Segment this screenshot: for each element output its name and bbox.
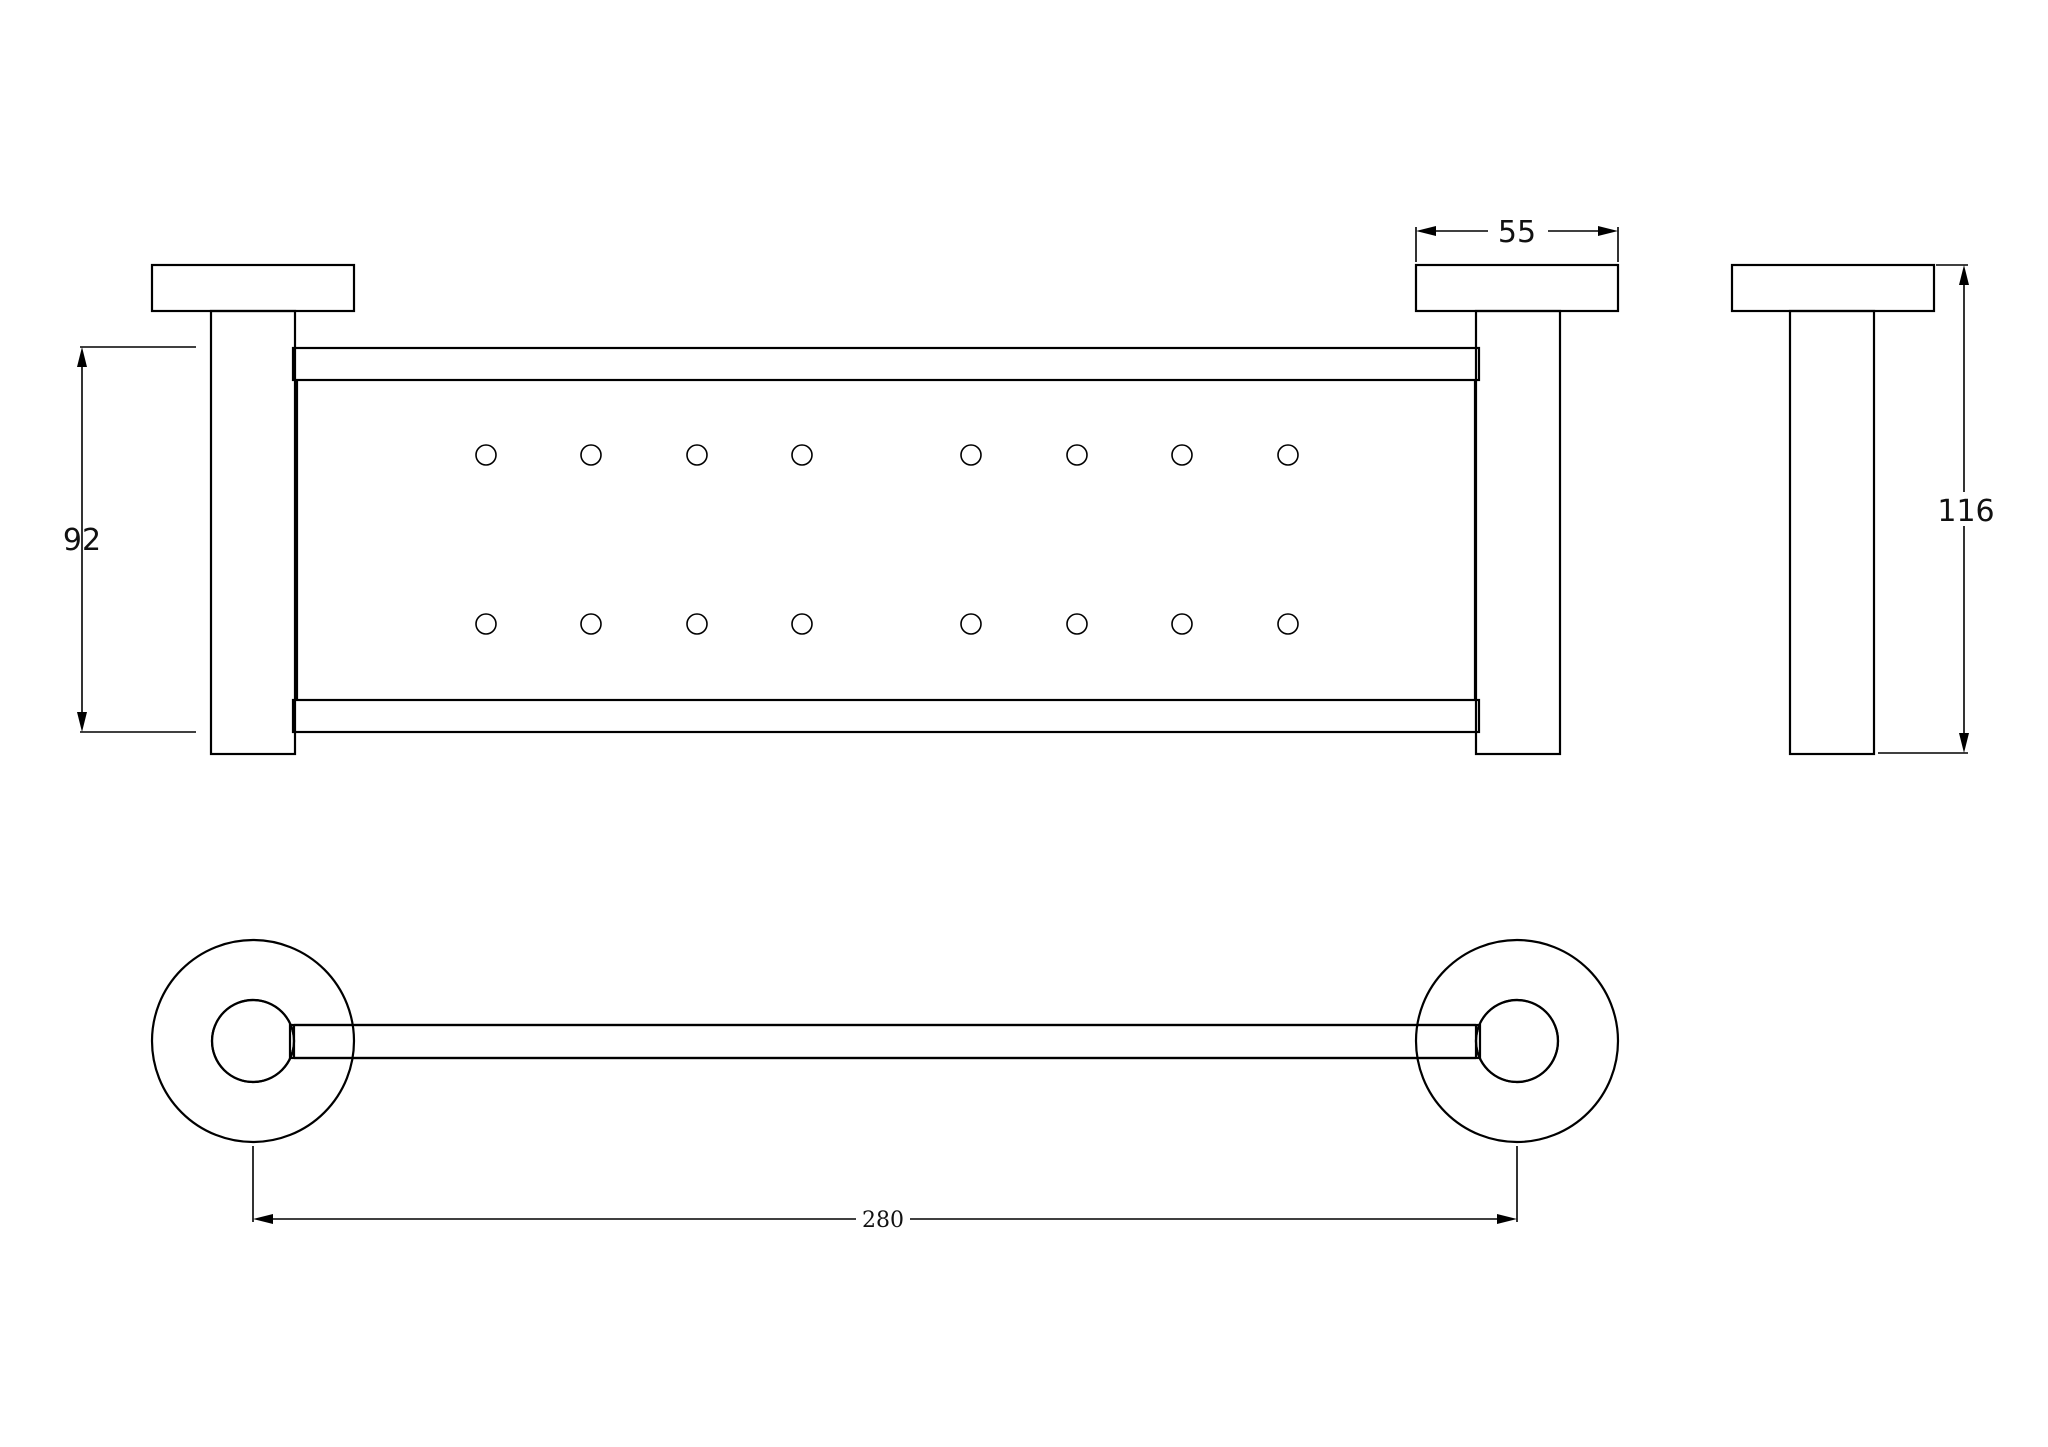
dimension-width-bracket: 55 [1415,214,1619,262]
drain-hole [1066,613,1088,635]
front-view: 92 55 [63,214,1620,756]
dimension-height-total: 116 [1878,264,1995,754]
dimension-label-width-bracket: 55 [1498,215,1536,250]
drain-hole [475,613,497,635]
drain-holes [475,444,1299,635]
drain-hole [791,613,813,635]
drain-hole [580,613,602,635]
drain-hole [1171,613,1193,635]
dimension-label-height-total: 116 [1937,494,1994,529]
dimension-height-front: 92 [63,346,196,733]
left-wall-plate [150,263,356,313]
drain-hole [960,613,982,635]
drain-hole [686,444,708,466]
side-view: 116 [1730,263,1995,756]
drain-hole [686,613,708,635]
top-view: 280 [150,938,1620,1233]
drain-hole [580,444,602,466]
drain-hole [1277,444,1299,466]
basket-bottom-rail [291,698,1481,734]
left-rosette-outer [150,938,356,1144]
basket-top-rail [291,346,1481,382]
side-post [1788,309,1876,756]
left-post [209,309,297,756]
dimension-label-span: 280 [862,1208,904,1233]
dimension-label-height-front: 92 [63,523,101,558]
dimension-span: 280 [252,1146,1518,1233]
side-wall-plate [1730,263,1936,313]
right-post [1474,309,1562,756]
drain-hole [791,444,813,466]
drain-hole [1277,613,1299,635]
drain-hole [1171,444,1193,466]
drain-hole [960,444,982,466]
top-view-bar [288,1023,1482,1060]
drain-hole [1066,444,1088,466]
drain-hole [475,444,497,466]
right-rosette-outer [1414,938,1620,1144]
right-wall-plate [1414,263,1620,313]
